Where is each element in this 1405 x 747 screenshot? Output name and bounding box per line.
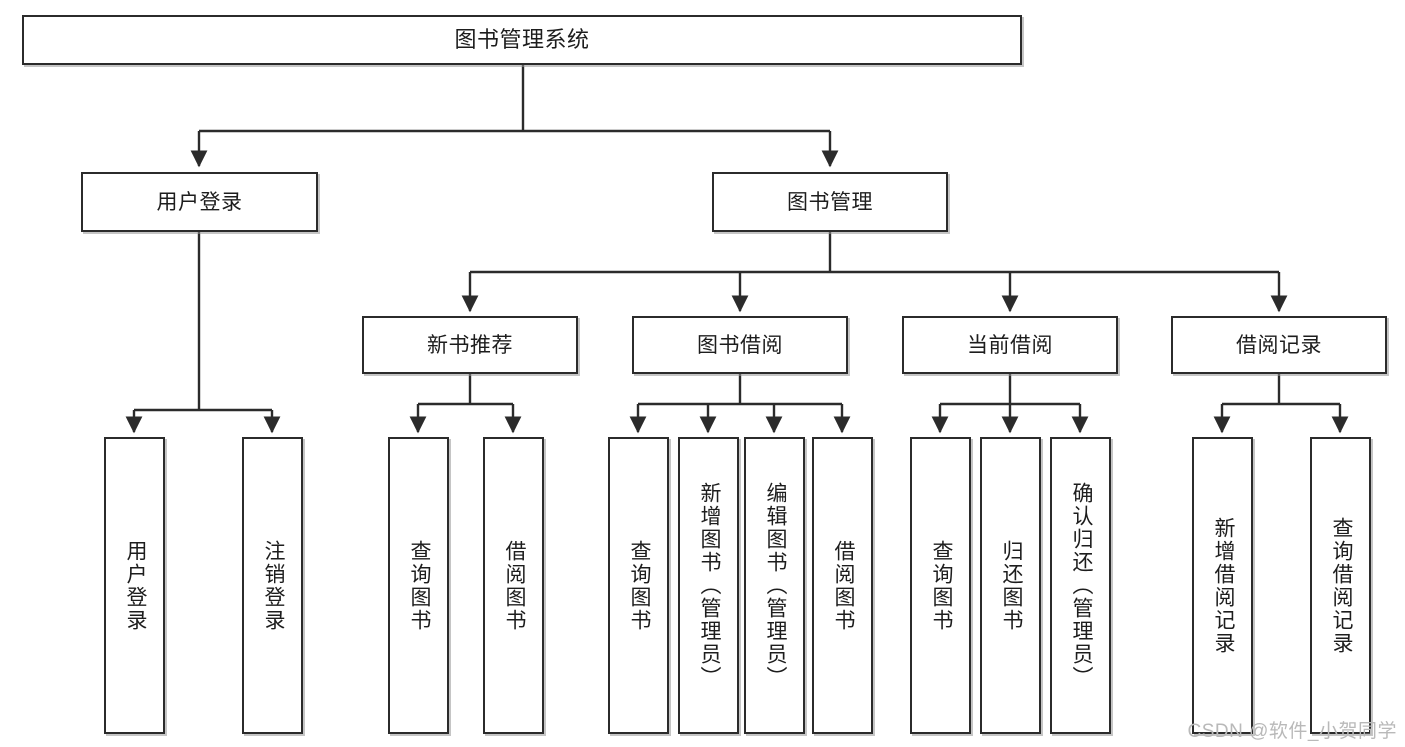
node-leaf-borrow-book-2[interactable]: 借阅图书 bbox=[812, 437, 873, 734]
leaf-label: 查询图书 bbox=[407, 539, 431, 632]
leaf-label: 借阅图书 bbox=[502, 539, 526, 632]
node-leaf-borrow-book-1[interactable]: 借阅图书 bbox=[483, 437, 544, 734]
node-leaf-confirm-return[interactable]: 确认归还（管理员） bbox=[1050, 437, 1111, 734]
node-root[interactable]: 图书管理系统 bbox=[22, 15, 1022, 65]
leaf-label: 编辑图书（管理员） bbox=[763, 482, 787, 689]
node-book-management[interactable]: 图书管理 bbox=[712, 172, 948, 232]
leaf-label: 查询图书 bbox=[627, 539, 651, 632]
node-current-borrow[interactable]: 当前借阅 bbox=[902, 316, 1118, 374]
leaf-label: 查询图书 bbox=[929, 539, 953, 632]
node-leaf-add-book-admin[interactable]: 新增图书（管理员） bbox=[678, 437, 739, 734]
node-book-borrow[interactable]: 图书借阅 bbox=[632, 316, 848, 374]
leaf-label: 查询借阅记录 bbox=[1329, 516, 1353, 655]
leaf-label: 新增图书（管理员） bbox=[697, 482, 721, 689]
leaf-label: 确认归还（管理员） bbox=[1069, 482, 1093, 689]
node-leaf-user-login[interactable]: 用户登录 bbox=[104, 437, 165, 734]
leaf-label: 新增借阅记录 bbox=[1211, 516, 1235, 655]
node-new-book-recommend[interactable]: 新书推荐 bbox=[362, 316, 578, 374]
node-leaf-query-book-2[interactable]: 查询图书 bbox=[608, 437, 669, 734]
leaf-label: 注销登录 bbox=[261, 539, 285, 632]
node-leaf-add-record[interactable]: 新增借阅记录 bbox=[1192, 437, 1253, 734]
node-leaf-query-book-1[interactable]: 查询图书 bbox=[388, 437, 449, 734]
node-leaf-query-book-3[interactable]: 查询图书 bbox=[910, 437, 971, 734]
leaf-label: 借阅图书 bbox=[831, 539, 855, 632]
leaf-label: 归还图书 bbox=[999, 539, 1023, 632]
node-leaf-query-record[interactable]: 查询借阅记录 bbox=[1310, 437, 1371, 734]
node-leaf-return-book[interactable]: 归还图书 bbox=[980, 437, 1041, 734]
node-leaf-logout-login[interactable]: 注销登录 bbox=[242, 437, 303, 734]
node-user-login[interactable]: 用户登录 bbox=[81, 172, 318, 232]
csdn-watermark: CSDN @软件_小贺同学 bbox=[1187, 721, 1397, 742]
node-borrow-record[interactable]: 借阅记录 bbox=[1171, 316, 1387, 374]
node-leaf-edit-book-admin[interactable]: 编辑图书（管理员） bbox=[744, 437, 805, 734]
leaf-label: 用户登录 bbox=[123, 539, 147, 632]
